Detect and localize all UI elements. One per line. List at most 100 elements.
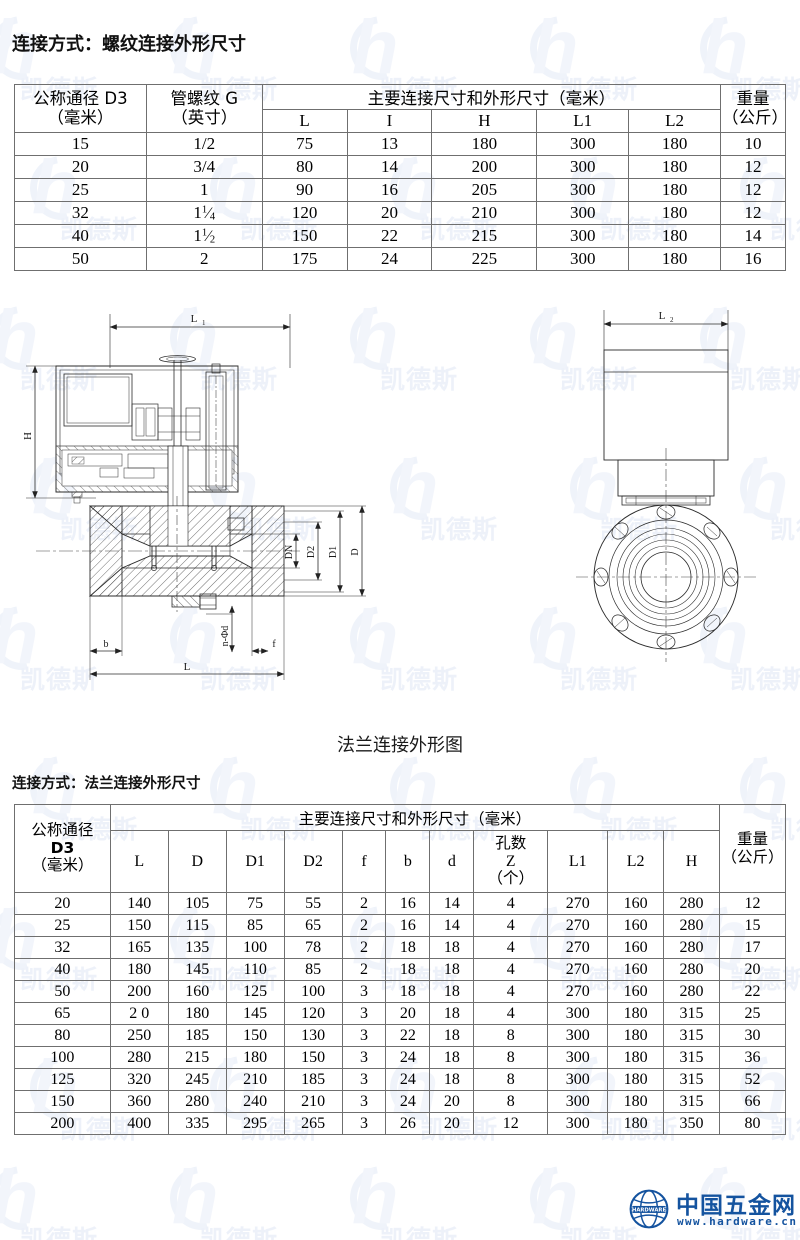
cell-D1: 85 xyxy=(225,914,285,937)
flange-section-title: 连接方式：法兰连接外形尺寸 xyxy=(12,776,201,792)
header-weight: 重量 （公斤） xyxy=(719,804,786,893)
cell-weight: 66 xyxy=(719,1090,786,1113)
header-I: I xyxy=(346,109,433,133)
cell-thread: 1 xyxy=(145,178,263,202)
cell-weight: 30 xyxy=(719,1024,786,1047)
cell-D2: 65 xyxy=(283,914,343,937)
cell-I: 16 xyxy=(346,178,433,202)
cell-b: 22 xyxy=(385,1024,431,1047)
table-row: 40 180 145 110 85 2 18 18 4 270 160 280 … xyxy=(14,958,786,981)
cell-d3: 15 xyxy=(14,132,147,156)
cell-b: 18 xyxy=(385,980,431,1003)
cell-D: 160 xyxy=(167,980,227,1003)
drawing-caption: 法兰连接外形图 xyxy=(337,735,463,756)
cell-L2: 180 xyxy=(628,178,722,202)
cell-f: 3 xyxy=(341,1090,387,1113)
cell-D2: 120 xyxy=(283,1002,343,1025)
cell-D2: 185 xyxy=(283,1068,343,1091)
thread-size: 11⁄4 xyxy=(193,203,216,223)
cell-weight: 12 xyxy=(720,201,786,225)
cell-D: 135 xyxy=(167,936,227,959)
cell-f: 2 xyxy=(341,936,387,959)
cell-L1: 300 xyxy=(536,155,630,179)
cell-b: 16 xyxy=(385,914,431,937)
table-row: 100 280 215 180 150 3 24 18 8 300 180 31… xyxy=(14,1046,786,1069)
cell-d3: 25 xyxy=(14,914,111,937)
cell-H: 280 xyxy=(663,980,720,1003)
cell-D: 105 xyxy=(167,892,227,915)
cell-b: 16 xyxy=(385,892,431,915)
svg-text:f: f xyxy=(272,639,276,650)
cell-D2: 210 xyxy=(283,1090,343,1113)
header-H: H xyxy=(663,830,720,893)
header-D: D xyxy=(167,830,227,893)
header-D2: D2 xyxy=(283,830,343,893)
cell-f: 3 xyxy=(341,1046,387,1069)
header-pipe-thread: 管螺纹 G （英寸） xyxy=(145,84,263,133)
table-row: 40 11⁄2 150 22 215 300 180 14 xyxy=(14,224,786,248)
cell-L: 150 xyxy=(261,224,348,248)
cell-L2: 180 xyxy=(607,1068,665,1091)
thread-size: 1 xyxy=(199,180,209,199)
cell-H: 225 xyxy=(431,247,538,271)
cell-d3: 50 xyxy=(14,247,147,271)
header-L: L xyxy=(261,109,348,133)
cell-D1: 180 xyxy=(225,1046,285,1069)
cell-L1: 300 xyxy=(536,178,630,202)
cell-L1: 300 xyxy=(547,1112,609,1135)
thread-size: 1/2 xyxy=(193,134,216,153)
table-row: 15 1/2 75 13 180 300 180 10 xyxy=(14,132,786,156)
cell-H: 205 xyxy=(431,178,538,202)
table-row: 25 1 90 16 205 300 180 12 xyxy=(14,178,786,202)
cell-d3: 50 xyxy=(14,980,111,1003)
thread-denominator: 2 xyxy=(209,234,216,246)
header-nominal-diameter: 公称通径 D3 （毫米） xyxy=(14,84,147,133)
header-L2: L2 xyxy=(628,109,722,133)
svg-text:DN: DN xyxy=(284,545,295,559)
cell-d3: 100 xyxy=(14,1046,111,1069)
cell-weight: 80 xyxy=(719,1112,786,1135)
cell-weight: 17 xyxy=(719,936,786,959)
cell-d3: 125 xyxy=(14,1068,111,1091)
table-row: 25 150 115 85 65 2 16 14 4 270 160 280 1… xyxy=(14,914,786,937)
cell-L: 360 xyxy=(109,1090,169,1113)
cell-b: 24 xyxy=(385,1068,431,1091)
cell-weight: 15 xyxy=(719,914,786,937)
cell-weight: 14 xyxy=(720,224,786,248)
header-line: （毫米） xyxy=(47,107,114,127)
table-row: 32 165 135 100 78 2 18 18 4 270 160 280 … xyxy=(14,936,786,959)
header-hole-count: 孔数 Z （个） xyxy=(473,830,549,893)
cell-f: 3 xyxy=(341,1068,387,1091)
cell-D2: 78 xyxy=(283,936,343,959)
cell-weight: 36 xyxy=(719,1046,786,1069)
cell-L1: 270 xyxy=(547,980,609,1003)
cell-d3: 80 xyxy=(14,1024,111,1047)
cell-d3: 150 xyxy=(14,1090,111,1113)
cell-L: 180 xyxy=(109,958,169,981)
cell-D: 180 xyxy=(167,1002,227,1025)
header-main-dimensions-group: 主要连接尺寸和外形尺寸（毫米） xyxy=(261,84,722,110)
cell-D2: 85 xyxy=(283,958,343,981)
cell-L2: 160 xyxy=(607,958,665,981)
cell-L: 280 xyxy=(109,1046,169,1069)
cell-d3: 65 xyxy=(14,1002,111,1025)
cell-b: 24 xyxy=(385,1090,431,1113)
cell-D: 245 xyxy=(167,1068,227,1091)
cell-L2: 180 xyxy=(628,132,722,156)
cell-D1: 295 xyxy=(225,1112,285,1135)
cell-D: 185 xyxy=(167,1024,227,1047)
cell-D2: 150 xyxy=(283,1046,343,1069)
cell-d: 18 xyxy=(429,936,475,959)
cell-I: 24 xyxy=(346,247,433,271)
svg-text:D2: D2 xyxy=(306,546,317,558)
header-L1: L1 xyxy=(536,109,630,133)
cell-H: 315 xyxy=(663,1002,720,1025)
cell-d: 20 xyxy=(429,1090,475,1113)
header-line: （公斤） xyxy=(721,847,784,866)
cell-weight: 12 xyxy=(720,178,786,202)
cell-thread: 1/2 xyxy=(145,132,263,156)
thread-whole: 1 xyxy=(193,203,202,222)
site-brand-name: 中国五金网 xyxy=(676,1193,796,1219)
header-main-dimensions-group: 主要连接尺寸和外形尺寸（毫米） xyxy=(109,804,721,831)
cell-Z: 12 xyxy=(473,1112,549,1135)
